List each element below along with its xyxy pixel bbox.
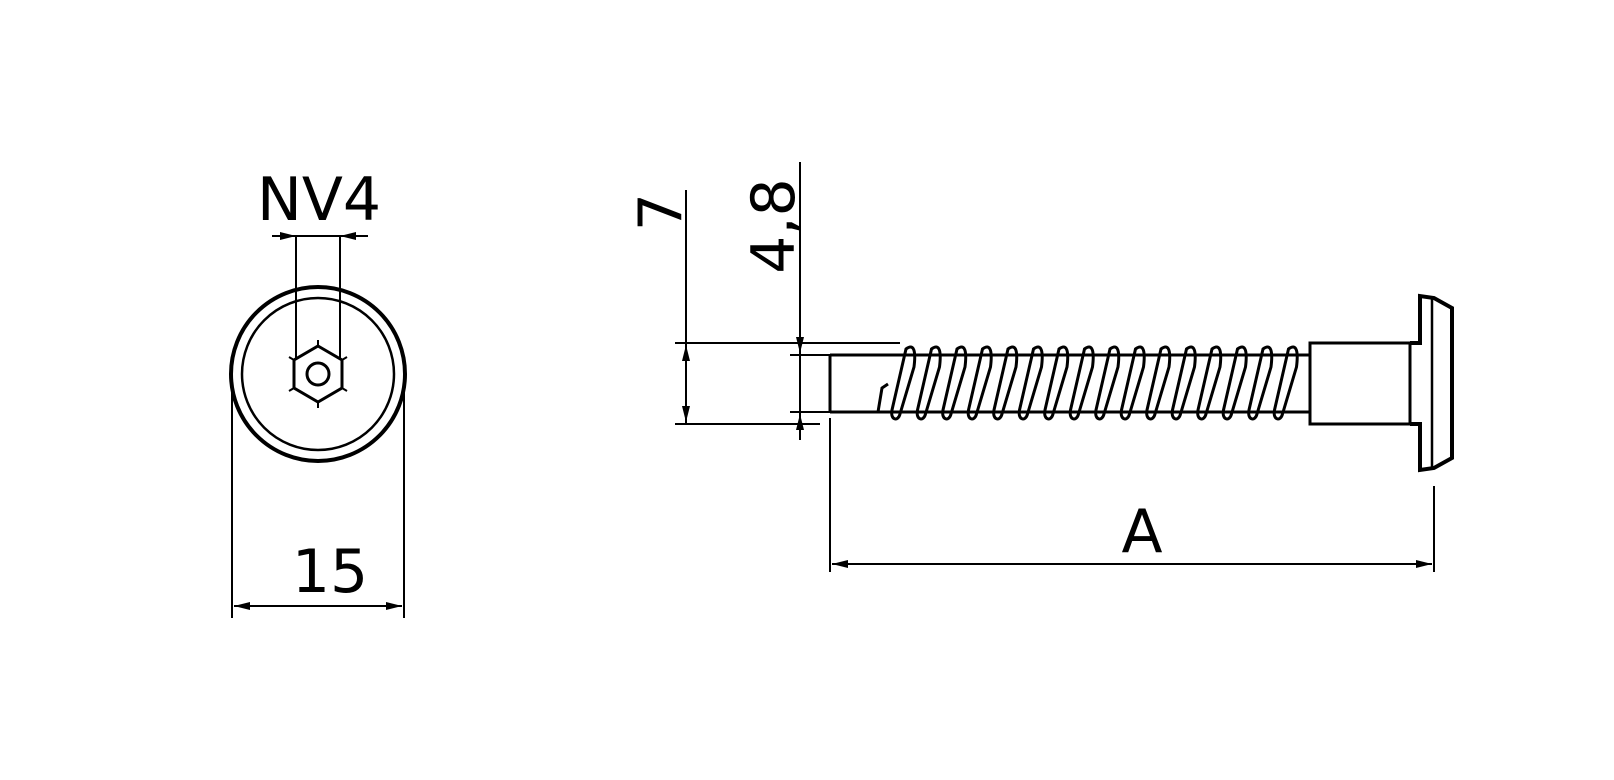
thread-crest <box>1119 345 1146 421</box>
thread-tip <box>876 382 889 413</box>
thread-crest <box>992 345 1019 421</box>
head-view <box>229 232 407 618</box>
thread-crest <box>1272 345 1299 421</box>
screw-body <box>828 293 1454 473</box>
hex-socket-icon <box>288 340 348 408</box>
thread-crest <box>941 345 968 421</box>
head-height-dimension <box>675 190 900 425</box>
thread-crest <box>1247 345 1274 421</box>
side-view <box>675 162 1454 572</box>
smooth-shank <box>1308 341 1412 426</box>
thread-crest <box>1170 345 1197 421</box>
thread-crest <box>1094 345 1121 421</box>
thread-crest <box>1196 345 1223 421</box>
head-diameter-dimension <box>231 374 405 618</box>
thread-crest <box>1043 345 1070 421</box>
thread-crest <box>1145 345 1172 421</box>
screw-head <box>1410 293 1454 473</box>
thread-crest <box>915 345 942 421</box>
drive-size-dimension <box>272 232 368 360</box>
thread-crest <box>1221 345 1248 421</box>
head-inner-circle <box>240 296 396 452</box>
shank-diameter-dimension <box>790 162 830 440</box>
thread <box>876 345 1299 421</box>
thread-crest <box>890 345 917 421</box>
length-label: A <box>1121 497 1162 567</box>
length-dimension <box>829 418 1435 572</box>
thread-crest <box>966 345 993 421</box>
shank-diameter-label: 4,8 <box>739 178 809 273</box>
head-diameter-label: 15 <box>292 537 368 607</box>
head-outer-circle <box>229 285 407 463</box>
thread-crest <box>1068 345 1095 421</box>
head-height-label: 7 <box>626 193 696 231</box>
drive-size-label: NV4 <box>257 165 381 235</box>
thread-crest <box>1017 345 1044 421</box>
